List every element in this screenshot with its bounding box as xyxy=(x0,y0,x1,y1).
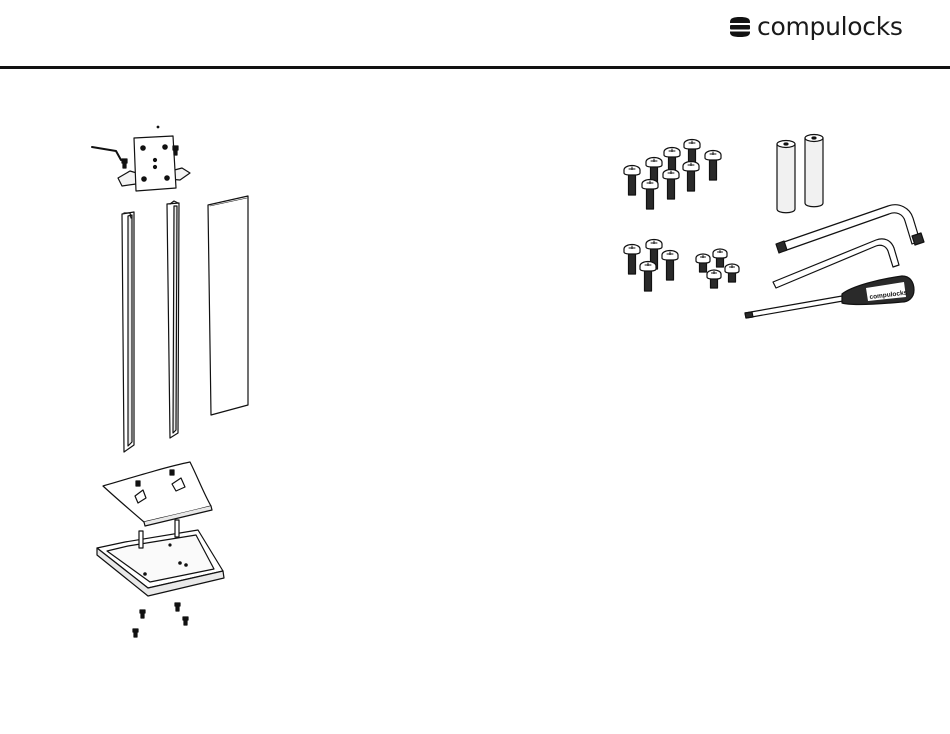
short-screw-set xyxy=(624,240,678,292)
base-tray xyxy=(97,520,224,596)
vesa-mount-plate xyxy=(92,126,190,191)
small-screw-set xyxy=(696,249,739,288)
base-screws xyxy=(133,603,188,637)
spacer-cylinders xyxy=(777,135,823,213)
cover-panel xyxy=(208,196,248,415)
base-cover-plate xyxy=(103,462,212,526)
right-pole-channel xyxy=(167,201,179,438)
left-pole-channel xyxy=(122,212,134,452)
long-screw-set xyxy=(624,140,721,210)
screwdriver: compulocks xyxy=(745,276,914,318)
